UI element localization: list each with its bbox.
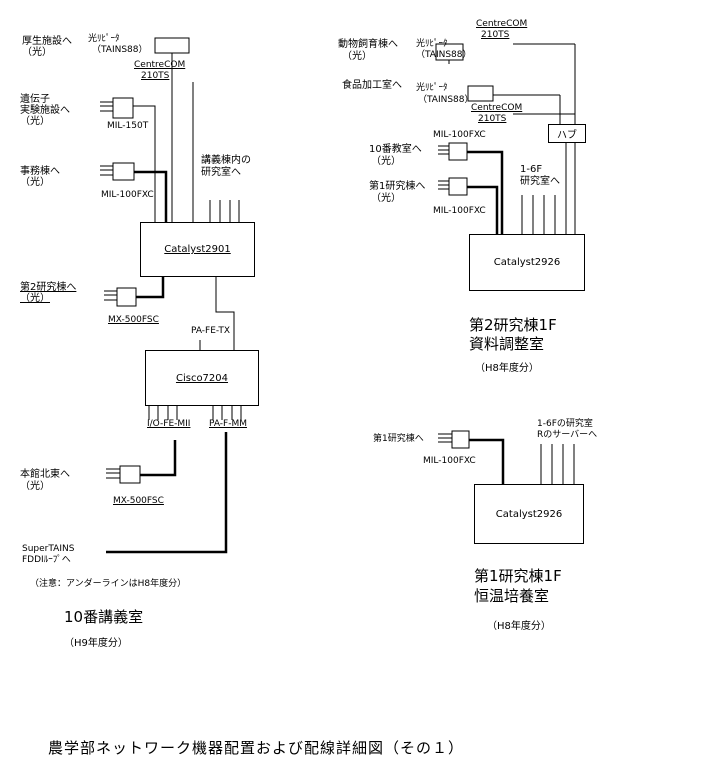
dest-animal: 動物飼育棟へ — [338, 39, 398, 50]
right-bottom-room-2: 恒温培養室 — [474, 587, 550, 605]
dest-jimu: 事務棟へ — [20, 166, 60, 177]
dest-animal-optical: （光） — [342, 51, 372, 62]
dest-jimu-optical: （光） — [20, 177, 50, 188]
dest-honkan-optical: （光） — [20, 481, 50, 492]
right-top-room-2: 資料調整室 — [469, 335, 545, 353]
mil150t-label: MIL-150T — [107, 121, 149, 131]
centrecom-a-label: CentreCOM — [476, 19, 528, 29]
pa-fe-tx-label: PA-FE-TX — [191, 326, 231, 336]
dest-iden-optical: （光） — [20, 116, 50, 127]
dest-kousei-optical: （光） — [22, 47, 52, 58]
dest-ken2-optical: （光） — [20, 293, 50, 304]
optical-repeater-b — [467, 85, 494, 102]
catalyst2901-box: Catalyst2901 — [140, 222, 255, 277]
mil100fxc-a-label: MIL-100FXC — [433, 130, 486, 140]
cisco7204-box: Cisco7204 — [145, 350, 259, 406]
optical-repeater-left — [154, 37, 190, 54]
dest-tains: SuperTAINS — [22, 544, 75, 554]
transceiver-mil100fxc-c — [451, 430, 470, 449]
link-tains-cisco — [106, 432, 228, 554]
pa-f-label: PA-F-MM — [209, 419, 248, 429]
repeater-label-left: 光ﾘﾋﾟｰﾀ — [88, 34, 120, 44]
mx500fsc-b-label: MX-500FSC — [113, 496, 164, 506]
transceiver-mx500fsc-b — [119, 465, 141, 484]
dest-iden: 遺伝子 — [20, 94, 50, 105]
io-fe-label: I/O-FE-MII — [147, 419, 191, 429]
transceiver-mil100fxc-a — [448, 142, 468, 161]
right-top-year: （H8年度分） — [475, 363, 539, 374]
link-ken1-bottom-catalyst — [469, 438, 505, 484]
centrecom-label-left: CentreCOM — [134, 60, 186, 70]
dest-room10: 10番教室へ — [369, 144, 422, 155]
hub-box: ハブ — [548, 124, 586, 143]
right-bottom-year: （H8年度分） — [487, 621, 551, 632]
repeater-a-sub: （TAINS88） — [416, 50, 472, 60]
centrecom-a-model: 210TS — [481, 30, 510, 40]
lab-rooms-1: 講義棟内の — [201, 155, 251, 166]
dest-ken1-top-optical: （光） — [371, 193, 401, 204]
link-ken2-catalyst — [136, 276, 165, 299]
left-year: （H9年度分） — [64, 638, 128, 649]
link-room10-catalyst — [467, 150, 504, 234]
repeater-b-label: 光ﾘﾋﾟｰﾀ — [416, 83, 448, 93]
mil100fxc-b-label: MIL-100FXC — [433, 206, 486, 216]
right-bottom-room-1: 第1研究棟1F — [474, 567, 562, 585]
link-honkan-cisco — [140, 440, 177, 477]
mx500fsc-a-label: MX-500FSC — [108, 315, 159, 325]
transceiver-mil150t — [112, 97, 134, 119]
centrecom-model-left: 210TS — [141, 71, 170, 81]
link-jimu-catalyst — [134, 170, 168, 222]
note-text: （注意：アンダーラインはH8年度分） — [30, 579, 187, 589]
dest-tains-2: FDDIﾙｰﾌﾟへ — [22, 555, 71, 565]
dest-kousei: 厚生施設へ — [22, 36, 72, 47]
right-top-room-1: 第2研究棟1F — [469, 316, 557, 334]
dest-room10-optical: （光） — [371, 156, 401, 167]
floors-label: 1-6F — [520, 164, 543, 175]
lab-rooms-2: 研究室へ — [201, 167, 241, 178]
catalyst2926-bottom-box: Catalyst2926 — [474, 484, 584, 544]
repeater-sub-left: （TAINS88） — [92, 45, 148, 55]
transceiver-mx500fsc-a — [116, 287, 137, 307]
floors-label-2: 研究室へ — [520, 176, 560, 187]
centrecom-b-label: CentreCOM — [471, 103, 523, 113]
catalyst2926-top-box: Catalyst2926 — [469, 234, 585, 291]
dest-food: 食品加工室へ — [342, 80, 402, 91]
mil100fxc-left-label: MIL-100FXC — [101, 190, 154, 200]
figure-title: 農学部ネットワーク機器配置および配線詳細図（その１） — [48, 739, 465, 757]
dest-ken1-top: 第1研究棟へ — [369, 181, 426, 192]
centrecom-b-model: 210TS — [478, 114, 507, 124]
dest-iden-2: 実験施設へ — [20, 105, 70, 116]
mil100fxc-c-label: MIL-100FXC — [423, 456, 476, 466]
link-ken1-catalyst — [467, 185, 499, 234]
servers-label-1: 1-6Fの研究室 — [537, 419, 593, 429]
repeater-a-label: 光ﾘﾋﾟｰﾀ — [416, 39, 448, 49]
transceiver-mil100fxc-b — [448, 177, 468, 196]
transceiver-mil100fxc-left — [112, 162, 135, 181]
servers-label-2: Rのサーバーへ — [537, 430, 598, 440]
dest-honkan: 本館北東へ — [20, 469, 70, 480]
dest-ken1-bottom: 第1研究棟へ — [373, 434, 424, 444]
left-room-title: 10番講義室 — [64, 608, 144, 626]
repeater-b-sub: （TAINS88） — [418, 95, 474, 105]
dest-ken2: 第2研究棟へ — [20, 282, 77, 293]
